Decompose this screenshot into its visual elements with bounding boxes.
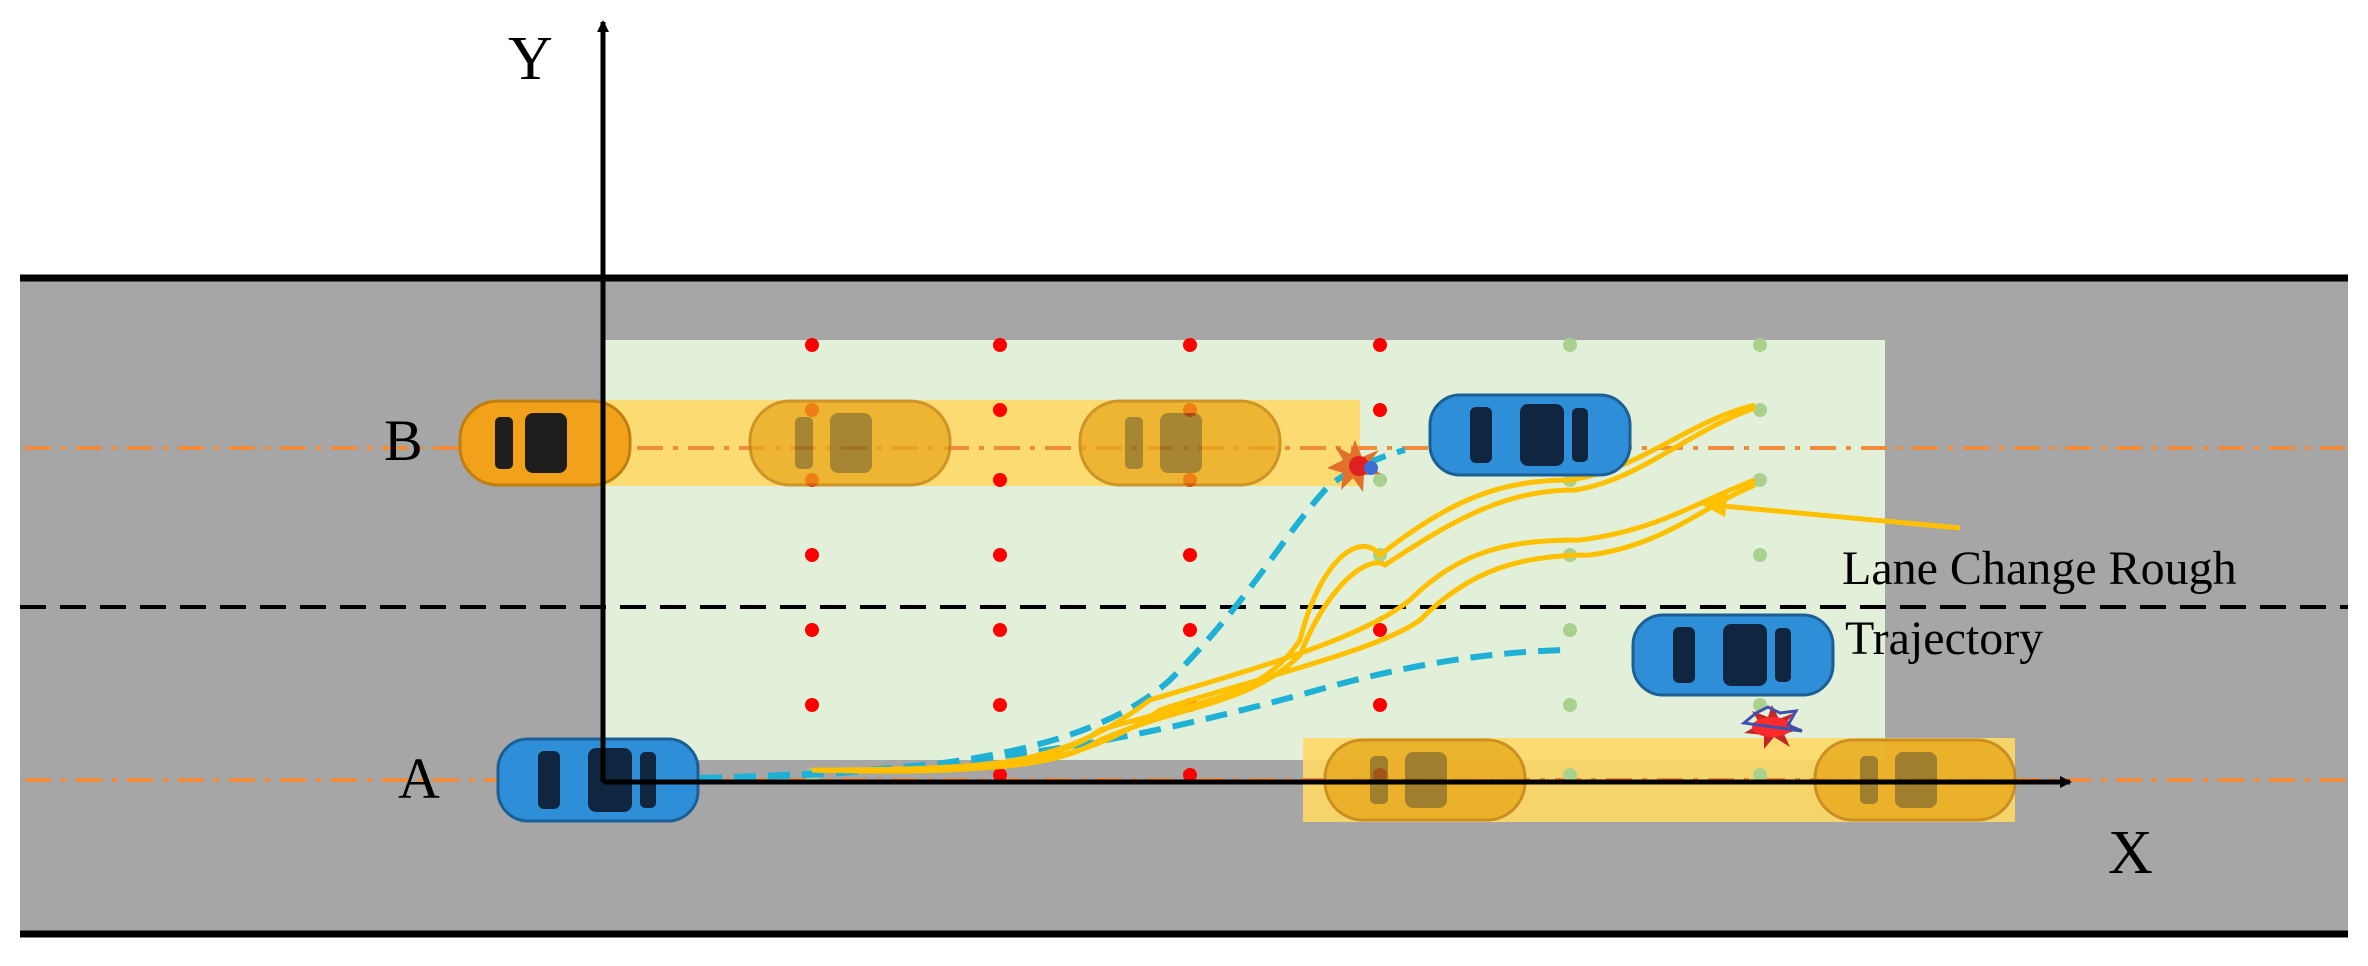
sample-point (993, 473, 1007, 487)
feasible-trajectory-3 (811, 477, 1756, 774)
annotation-arrow (1711, 502, 1961, 531)
lane-a-label: A (398, 746, 440, 811)
sample-point (805, 338, 819, 352)
annotation-line-2: Trajectory (1845, 612, 2044, 665)
sample-point (1753, 403, 1767, 417)
sample-point (1183, 623, 1197, 637)
x-axis-label: X (2108, 819, 2153, 887)
sample-point (993, 403, 1007, 417)
sample-point (1563, 623, 1577, 637)
sample-point (1563, 698, 1577, 712)
sample-point (1753, 768, 1767, 782)
sample-point (805, 698, 819, 712)
sample-point (1563, 338, 1577, 352)
sample-point (1183, 338, 1197, 352)
target-vehicle-lower (1631, 613, 1835, 697)
sample-point (1373, 403, 1387, 417)
sample-point (1753, 473, 1767, 487)
sample-point (1373, 623, 1387, 637)
annotation-line-1: Lane Change Rough (1842, 542, 2237, 595)
annotation-arrowhead (1700, 492, 1728, 517)
sample-point (993, 548, 1007, 562)
sample-point (1373, 473, 1387, 487)
sample-point (993, 698, 1007, 712)
target-vehicle-upper (1428, 393, 1632, 477)
feasible-trajectory-4 (811, 482, 1756, 774)
sample-point (1183, 768, 1197, 782)
sample-point (805, 548, 819, 562)
obstacle-vehicle-b-start (458, 399, 632, 487)
sample-point (993, 768, 1007, 782)
sample-point (1563, 768, 1577, 782)
collision-marker-upper (1327, 440, 1381, 492)
sample-point (993, 338, 1007, 352)
sample-point (1373, 338, 1387, 352)
sample-point (805, 623, 819, 637)
sample-point (1753, 338, 1767, 352)
collision-marker-lower (1740, 705, 1803, 749)
obstacle-vehicle-b-ghost-1 (748, 399, 952, 487)
sample-point (993, 623, 1007, 637)
y-axis-label: Y (508, 25, 553, 93)
sample-point (1373, 698, 1387, 712)
sample-point (1753, 548, 1767, 562)
sample-point (1183, 548, 1197, 562)
lane-b-label: B (384, 408, 423, 473)
ego-vehicle-a (496, 737, 700, 823)
infeasible-trajectory-1 (699, 447, 1406, 781)
obstacle-vehicle-b-ghost-2 (1078, 399, 1282, 487)
